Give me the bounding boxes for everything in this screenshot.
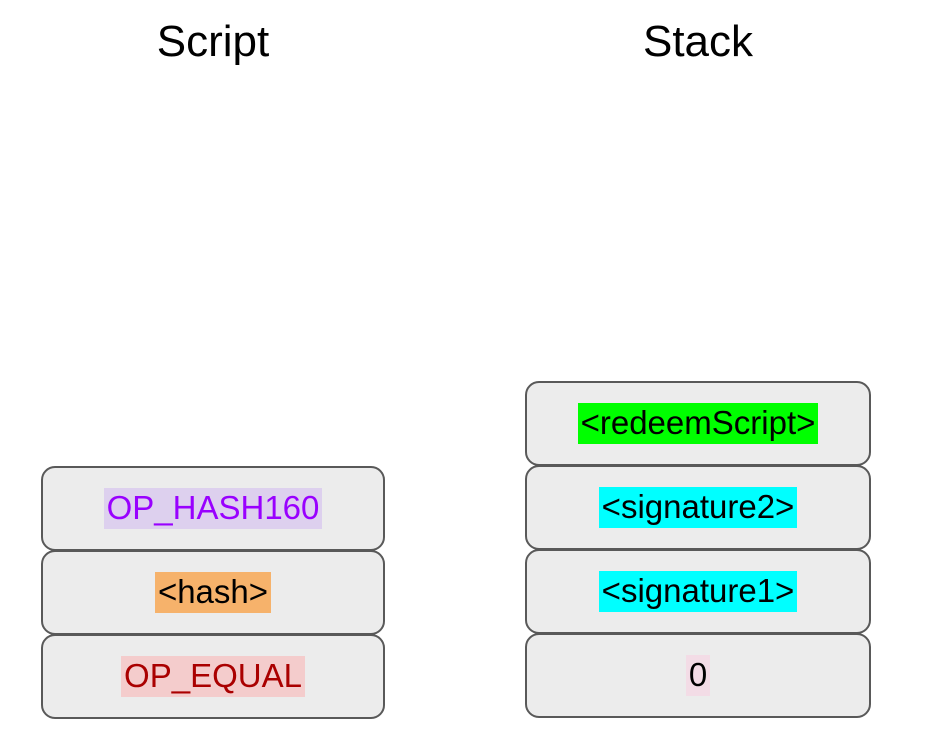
stack-column: <redeemScript> <signature2> <signature1>…	[525, 381, 871, 718]
script-opcode-equal: OP_EQUAL	[121, 656, 305, 697]
script-cell: OP_EQUAL	[41, 634, 385, 719]
stack-item-signature1: <signature1>	[598, 571, 798, 612]
stack-column-header: Stack	[642, 17, 754, 66]
script-opcode-hash160: OP_HASH160	[103, 488, 323, 529]
script-cell: <hash>	[41, 550, 385, 635]
stack-cell: 0	[525, 633, 871, 718]
script-column: OP_HASH160 <hash> OP_EQUAL	[41, 466, 385, 719]
stack-cell: <signature1>	[525, 549, 871, 634]
stack-item-signature2: <signature2>	[598, 487, 798, 528]
stack-item-zero: 0	[685, 655, 711, 696]
stack-cell: <redeemScript>	[525, 381, 871, 466]
stack-cell: <signature2>	[525, 465, 871, 550]
script-cell: OP_HASH160	[41, 466, 385, 551]
script-operand-hash: <hash>	[154, 572, 272, 613]
stack-item-redeem-script: <redeemScript>	[577, 403, 819, 444]
script-column-header: Script	[156, 17, 270, 66]
